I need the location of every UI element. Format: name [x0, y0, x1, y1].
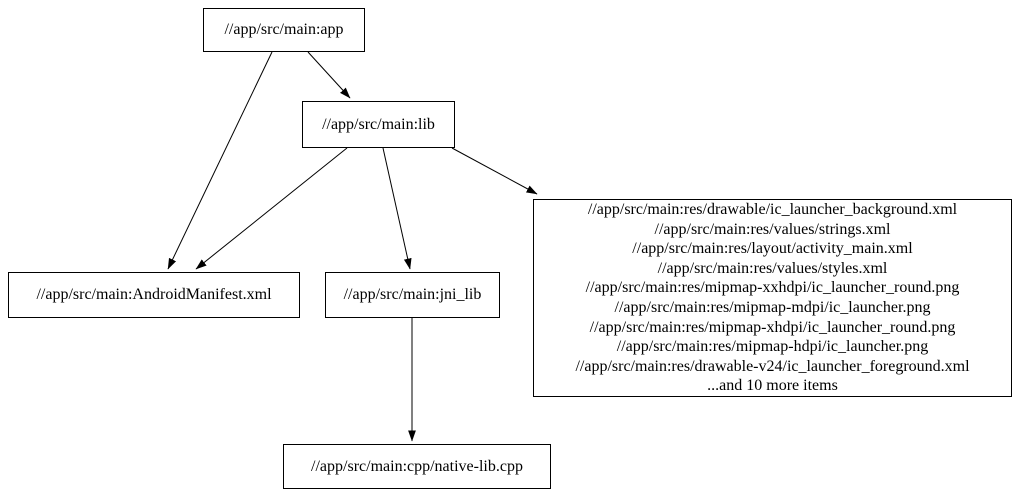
- graph-node-app: //app/src/main:app: [203, 8, 365, 52]
- resource-overflow-note: ...and 10 more items: [707, 377, 838, 395]
- edge-app-to-manifest: [167, 51, 273, 270]
- resource-item: //app/src/main:res/mipmap-xhdpi/ic_launc…: [589, 318, 956, 336]
- resource-item: //app/src/main:res/mipmap-hdpi/ic_launch…: [616, 338, 929, 356]
- graph-node-app-label: //app/src/main:app: [224, 21, 344, 38]
- graph-node-lib-label: //app/src/main:lib: [322, 115, 435, 133]
- graph-node-jni-lib: //app/src/main:jni_lib: [325, 272, 500, 318]
- graph-node-lib: //app/src/main:lib: [302, 101, 455, 148]
- graph-node-android-manifest-label: //app/src/main:AndroidManifest.xml: [36, 286, 272, 303]
- graph-node-native-lib-cpp: //app/src/main:cpp/native-lib.cpp: [283, 444, 551, 489]
- graph-node-jni-lib-label: //app/src/main:jni_lib: [343, 286, 482, 303]
- graph-node-native-lib-cpp-label: //app/src/main:cpp/native-lib.cpp: [311, 457, 523, 475]
- graph-node-resources-group: //app/src/main:res/drawable/ic_launcher_…: [533, 199, 1012, 397]
- resource-item: //app/src/main:res/values/styles.xml: [657, 259, 888, 277]
- edge-lib-to-resources: [451, 147, 538, 195]
- resource-item: //app/src/main:res/drawable/ic_launcher_…: [587, 201, 958, 219]
- resource-item: //app/src/main:res/mipmap-xxhdpi/ic_laun…: [585, 279, 960, 297]
- resource-item: //app/src/main:res/layout/activity_main.…: [632, 240, 913, 258]
- edge-lib-to-manifest: [195, 147, 348, 270]
- graph-node-android-manifest: //app/src/main:AndroidManifest.xml: [8, 272, 300, 318]
- edge-lib-to-jni_lib: [382, 147, 412, 270]
- resource-item: //app/src/main:res/drawable-v24/ic_launc…: [575, 357, 970, 375]
- resource-item: //app/src/main:res/mipmap-mdpi/ic_launch…: [614, 299, 931, 316]
- resource-item: //app/src/main:res/values/strings.xml: [654, 220, 891, 238]
- edge-app-to-lib: [307, 51, 351, 99]
